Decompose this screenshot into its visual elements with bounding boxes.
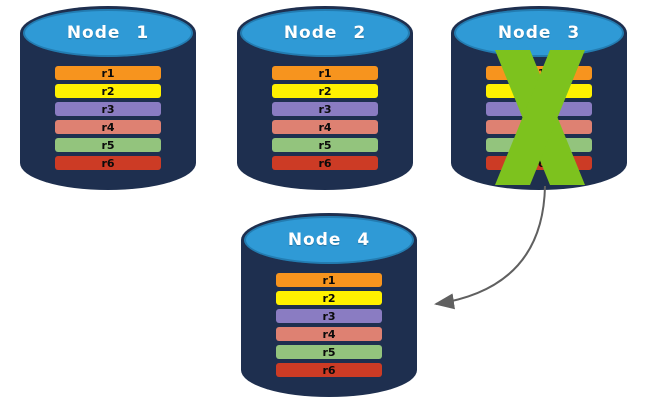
node-2-records: r1 r2 r3 r4 r5 r6	[272, 66, 378, 174]
record-bar-r6: r6	[272, 156, 378, 170]
record-bar-r2: r2	[55, 84, 161, 98]
node-3-cylinder-top: Node 3	[454, 9, 624, 57]
node-4-title: Node 4	[287, 230, 371, 250]
record-bar-r6: r6	[55, 156, 161, 170]
record-bar-r3: r3	[272, 102, 378, 116]
record-bar-r1: r1	[276, 273, 382, 287]
record-bar-r5: r5	[276, 345, 382, 359]
record-bar-r4: r4	[486, 120, 592, 134]
node-3-records: r1 r2 r3 r4 r5 r6	[486, 66, 592, 174]
record-bar-r4: r4	[272, 120, 378, 134]
record-bar-r4: r4	[276, 327, 382, 341]
node-1: Node 1 r1 r2 r3 r4 r5 r6	[20, 6, 196, 190]
node-2-cylinder-top: Node 2	[240, 9, 410, 57]
record-bar-r5: r5	[486, 138, 592, 152]
record-bar-r5: r5	[272, 138, 378, 152]
record-bar-r3: r3	[55, 102, 161, 116]
record-bar-r1: r1	[272, 66, 378, 80]
node-1-title: Node 1	[66, 23, 150, 43]
record-bar-r3: r3	[486, 102, 592, 116]
node-4: Node 4 r1 r2 r3 r4 r5 r6	[241, 213, 417, 397]
record-bar-r1: r1	[55, 66, 161, 80]
node-1-cylinder-top: Node 1	[23, 9, 193, 57]
record-bar-r5: r5	[55, 138, 161, 152]
node-1-records: r1 r2 r3 r4 r5 r6	[55, 66, 161, 174]
record-bar-r2: r2	[486, 84, 592, 98]
node-2-title: Node 2	[283, 23, 367, 43]
node-3-title: Node 3	[497, 23, 581, 43]
record-bar-r2: r2	[276, 291, 382, 305]
record-bar-r4: r4	[55, 120, 161, 134]
record-bar-r6: r6	[276, 363, 382, 377]
record-bar-r2: r2	[272, 84, 378, 98]
record-bar-r3: r3	[276, 309, 382, 323]
node-4-records: r1 r2 r3 r4 r5 r6	[276, 273, 382, 381]
record-bar-r1: r1	[486, 66, 592, 80]
node-4-cylinder-top: Node 4	[244, 216, 414, 264]
record-bar-r6: r6	[486, 156, 592, 170]
node-3: Node 3 r1 r2 r3 r4 r5 r6	[451, 6, 627, 190]
node-2: Node 2 r1 r2 r3 r4 r5 r6	[237, 6, 413, 190]
